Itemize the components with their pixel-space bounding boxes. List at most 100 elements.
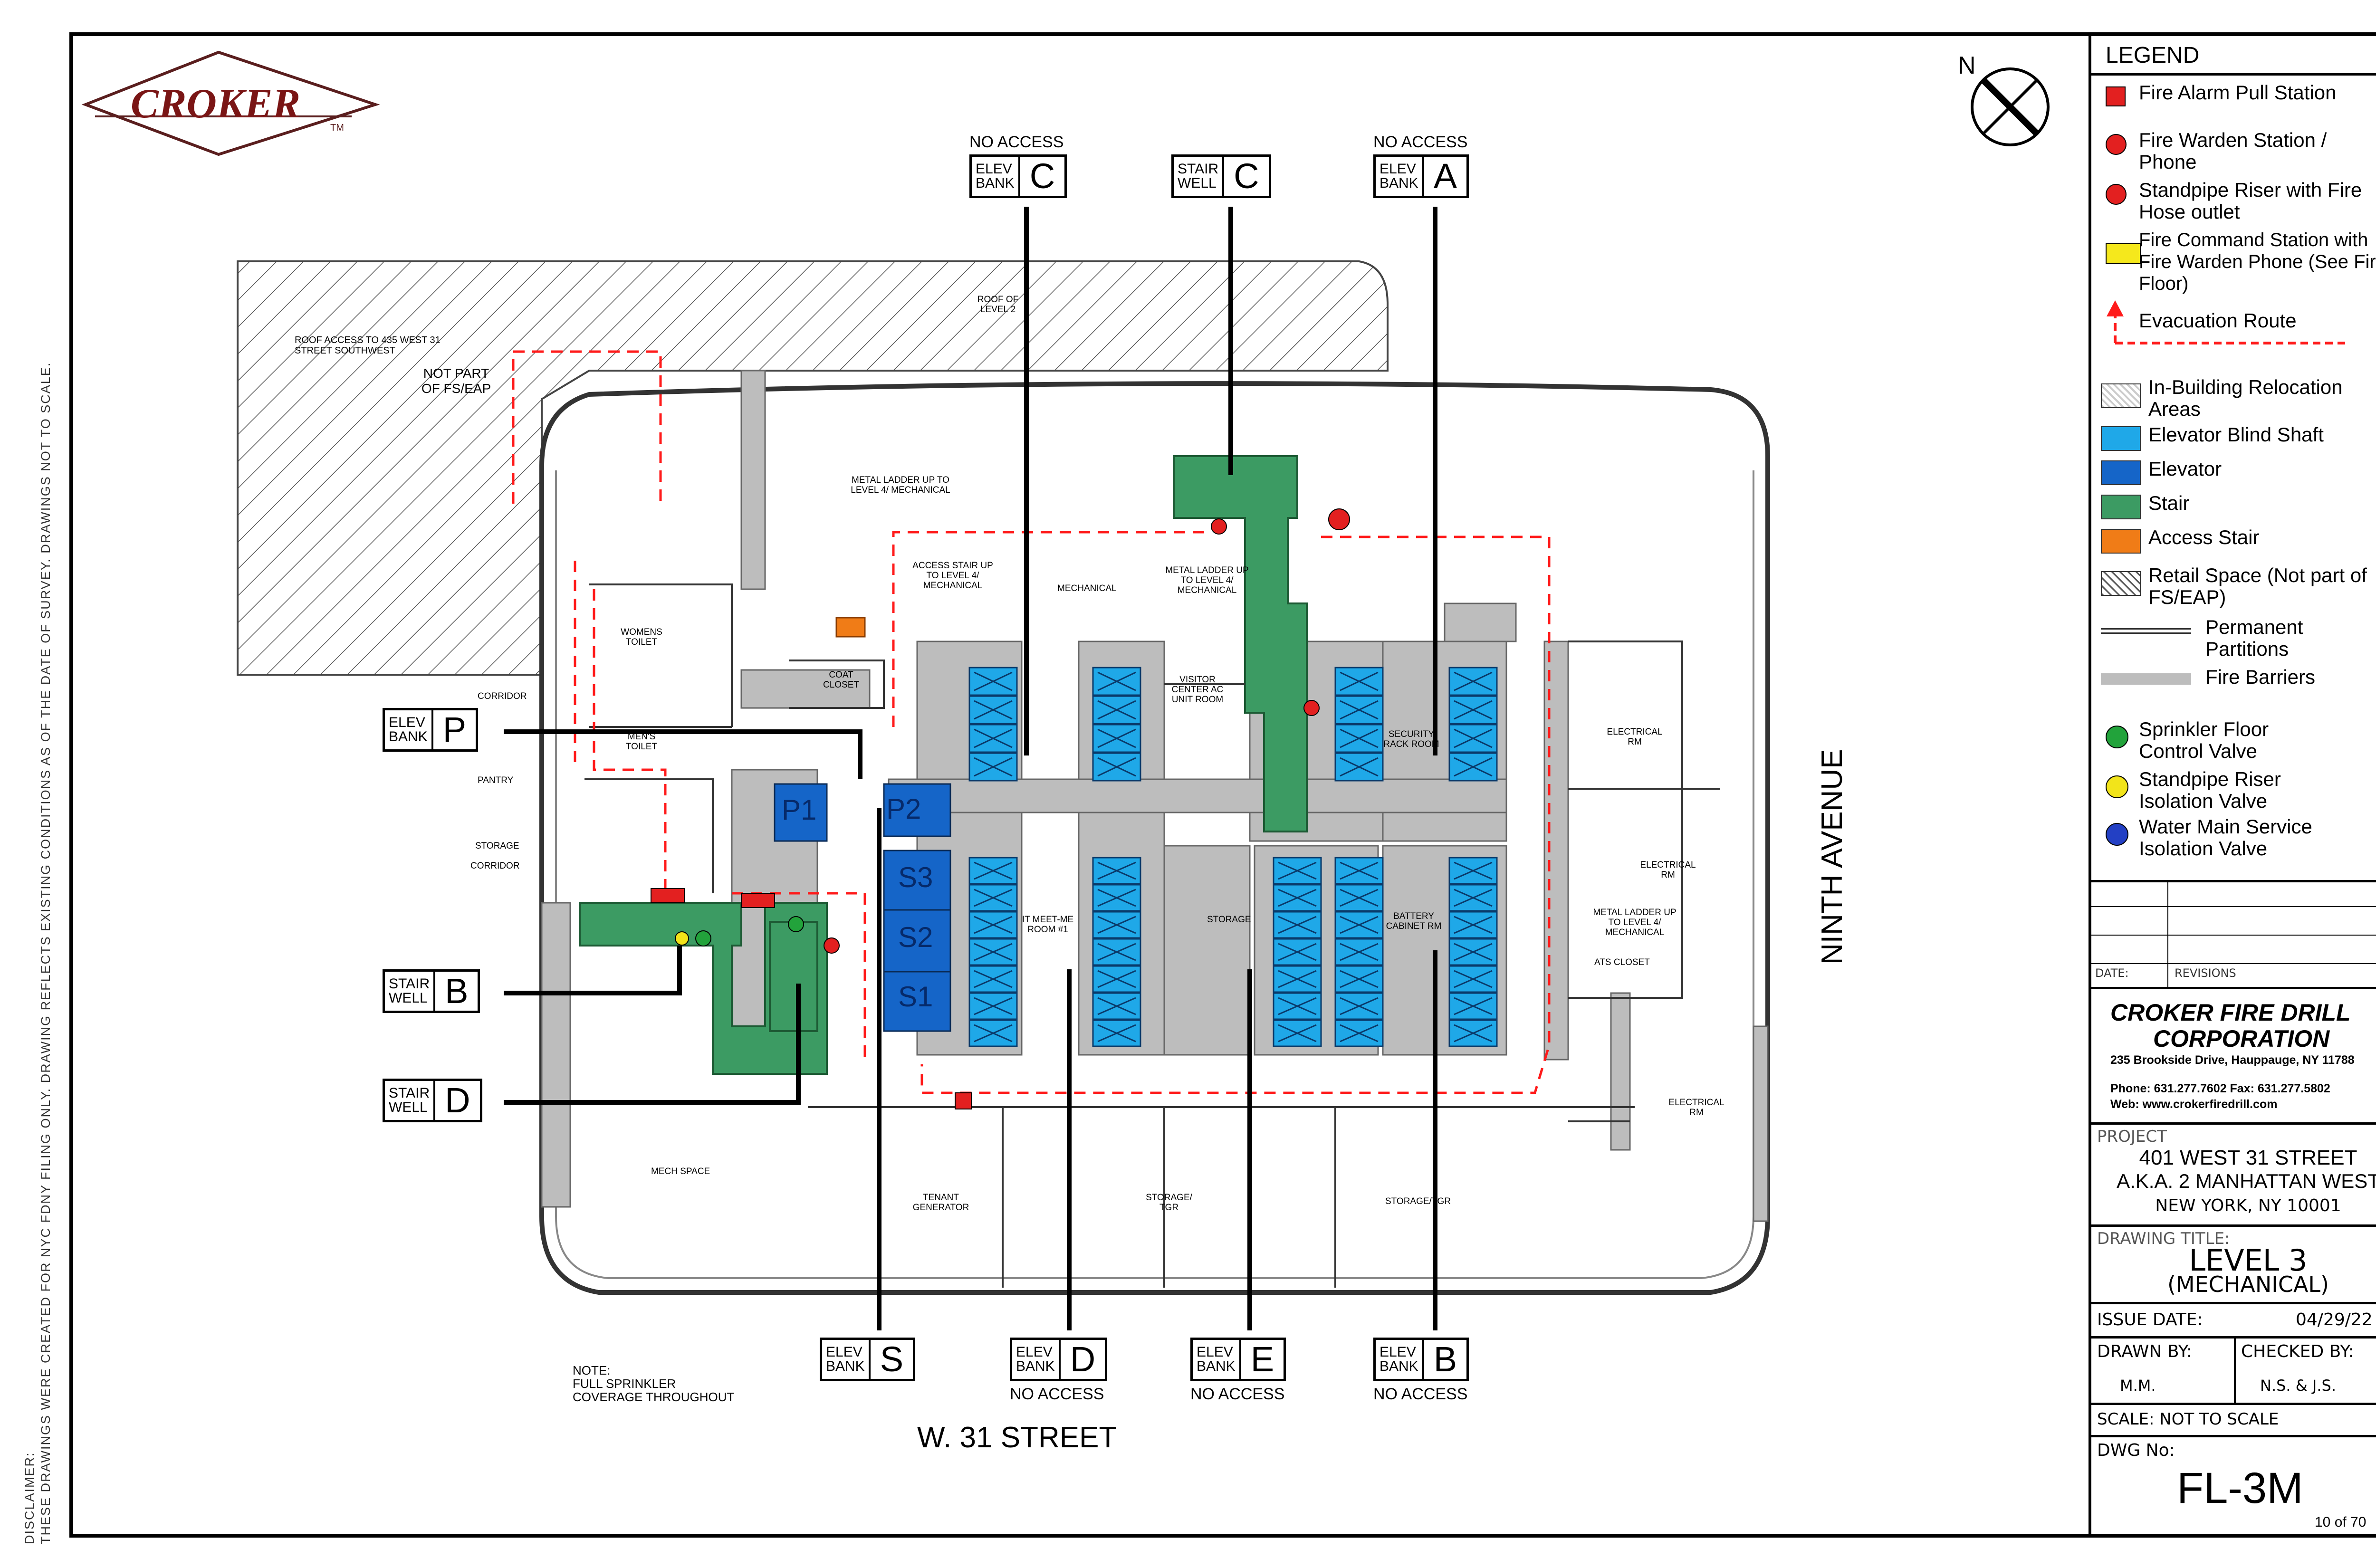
elevator-blind-shaft bbox=[968, 938, 1018, 966]
car-s2: S2 bbox=[898, 921, 933, 953]
visitor-center-label: VISITOR CENTER AC UNIT ROOM bbox=[1171, 675, 1224, 705]
partitions bbox=[584, 583, 1720, 1288]
standpipe-isolation-icon bbox=[2106, 775, 2128, 798]
fire-alarm-pull-station-icon bbox=[955, 1092, 972, 1109]
standpipe-riser-icon bbox=[824, 937, 840, 954]
leader-lines bbox=[504, 207, 1437, 1330]
elevator-blind-shafts bbox=[968, 667, 1498, 1047]
logo-text: CROKER bbox=[131, 81, 301, 127]
sheet-number: 10 of 70 bbox=[2315, 1514, 2366, 1530]
fire-symbols bbox=[651, 508, 1350, 1109]
partition-swatch bbox=[2101, 628, 2191, 634]
legend-item: Fire Alarm Pull Station bbox=[2139, 81, 2337, 104]
pantry-label: PANTRY bbox=[478, 775, 514, 785]
sprinkler-floor-control-valve-icon bbox=[788, 916, 804, 932]
company-line1: CROKER FIRE DRILL bbox=[2110, 999, 2351, 1026]
retail-swatch bbox=[2101, 571, 2141, 596]
stairs bbox=[579, 455, 1308, 1075]
car-p1: P1 bbox=[782, 794, 817, 826]
project-line2: A.K.A. 2 MANHATTAN WEST bbox=[2117, 1170, 2376, 1192]
logo-tm: TM bbox=[330, 123, 344, 133]
ats-closet-label: ATS CLOSET bbox=[1594, 957, 1650, 967]
mechanical-label: MECHANICAL bbox=[1057, 583, 1117, 593]
company-line2: CORPORATION bbox=[2153, 1025, 2330, 1052]
mech-space-label: MECH SPACE bbox=[651, 1166, 710, 1176]
legend-item: Fire Barriers bbox=[2205, 666, 2316, 688]
scale: SCALE: NOT TO SCALE bbox=[2097, 1410, 2279, 1429]
legend-item: Sprinkler Floor Control Valve bbox=[2139, 718, 2269, 762]
company-phone: Phone: 631.277.7602 Fax: 631.277.5802 bbox=[2110, 1082, 2330, 1095]
issue-date: 04/29/22 bbox=[2296, 1310, 2373, 1329]
mens-toilet-label: MEN'S TOILET bbox=[625, 732, 658, 752]
evacuation-route-icon bbox=[2107, 300, 2348, 344]
legend-item: Permanent Partitions bbox=[2205, 616, 2303, 660]
security-label: SECURITY RACK ROOM bbox=[1383, 729, 1439, 749]
standpipe-riser-icon bbox=[1303, 700, 1320, 716]
electrical-3-label: ELECTRICAL RM bbox=[1668, 1098, 1725, 1118]
legend-item: In-Building Relocation Areas bbox=[2148, 376, 2343, 420]
legend-item: Water Main Service Isolation Valve bbox=[2139, 815, 2312, 860]
note: NOTE: FULL SPRINKLER COVERAGE THROUGHOUT bbox=[573, 1363, 735, 1404]
metal-ladder-2-label: METAL LADDER UP TO LEVEL 4/ MECHANICAL bbox=[1165, 565, 1249, 595]
legend-item: Elevator Blind Shaft bbox=[2148, 423, 2324, 446]
fire-barrier-swatch bbox=[2101, 673, 2191, 685]
revisions-label: REVISIONS bbox=[2175, 966, 2236, 980]
checked-by-label: CHECKED BY: bbox=[2241, 1342, 2354, 1361]
project-line1: 401 WEST 31 STREET bbox=[2139, 1146, 2357, 1169]
corridor-1-label: CORRIDOR bbox=[478, 691, 527, 701]
drawing-title1: LEVEL 3 bbox=[2189, 1243, 2308, 1278]
electrical-2-label: ELECTRICAL RM bbox=[1640, 860, 1696, 880]
tenant-gen-label: TENANT GENERATOR bbox=[912, 1193, 969, 1213]
blind-shaft-swatch bbox=[2101, 426, 2141, 451]
company-address: 235 Brookside Drive, Hauppauge, NY 11788 bbox=[2110, 1053, 2355, 1067]
legend-item: Standpipe Riser with Fire Hose outlet bbox=[2139, 179, 2362, 223]
elevators bbox=[774, 783, 951, 1032]
elev-d-note: NO ACCESS bbox=[1010, 1385, 1104, 1403]
drawn-by-label: DRAWN BY: bbox=[2097, 1342, 2192, 1361]
fire-warden-station-icon bbox=[741, 893, 775, 908]
stair-swatch bbox=[2101, 495, 2141, 519]
legend-item: Elevator bbox=[2148, 458, 2222, 480]
retail-space bbox=[237, 260, 1389, 676]
croker-logo bbox=[81, 50, 380, 156]
disclaimer: DISCLAIMER: THESE DRAWINGS WERE CREATED … bbox=[22, 362, 53, 1544]
car-s3: S3 bbox=[898, 861, 933, 893]
legend-item: Fire Warden Station / Phone bbox=[2139, 129, 2327, 173]
coat-closet-label: COAT CLOSET bbox=[823, 670, 860, 690]
roof-level2-label: ROOF OF LEVEL 2 bbox=[977, 295, 1019, 315]
sprinkler-valve-icon bbox=[2106, 726, 2128, 748]
north-letter: N bbox=[1958, 52, 1976, 79]
fcc-icon bbox=[2106, 243, 2141, 264]
project-label: PROJECT bbox=[2097, 1127, 2167, 1146]
north-arrow-icon bbox=[1971, 67, 2050, 146]
relocation-swatch bbox=[2101, 383, 2141, 408]
sprinkler-floor-control-valve-icon bbox=[695, 930, 711, 947]
standpipe-riser-icon bbox=[1211, 518, 1227, 535]
metal-ladder-1-label: METAL LADDER UP TO LEVEL 4/ MECHANICAL bbox=[851, 475, 950, 495]
drawing-title2: (MECHANICAL) bbox=[2167, 1272, 2329, 1297]
elev-e-note: NO ACCESS bbox=[1190, 1385, 1285, 1403]
storage-tgr2-label: STORAGE/TGR bbox=[1385, 1196, 1451, 1206]
legend-item: Evacuation Route bbox=[2139, 309, 2297, 332]
issue-date-label: ISSUE DATE: bbox=[2097, 1310, 2203, 1329]
checked-by: N.S. & J.S. bbox=[2260, 1377, 2336, 1395]
storage-tgr-label: STORAGE/ TGR bbox=[1146, 1193, 1192, 1213]
fire-warden-station-icon bbox=[651, 888, 685, 903]
not-part-label: NOT PART OF FS/EAP bbox=[421, 366, 491, 396]
standpipe-icon bbox=[2106, 184, 2127, 205]
access-stair-swatch bbox=[2101, 529, 2141, 554]
legend-item: Fire Command Station with Fire Warden Ph… bbox=[2139, 229, 2376, 294]
elev-a-note: NO ACCESS bbox=[1373, 133, 1468, 151]
elev-c-note: NO ACCESS bbox=[969, 133, 1064, 151]
street-south: W. 31 STREET bbox=[917, 1421, 1117, 1454]
elevator-blind-shaft bbox=[968, 667, 1018, 696]
elevator-blind-shaft bbox=[1334, 938, 1384, 966]
legend-title: LEGEND bbox=[2106, 43, 2200, 68]
